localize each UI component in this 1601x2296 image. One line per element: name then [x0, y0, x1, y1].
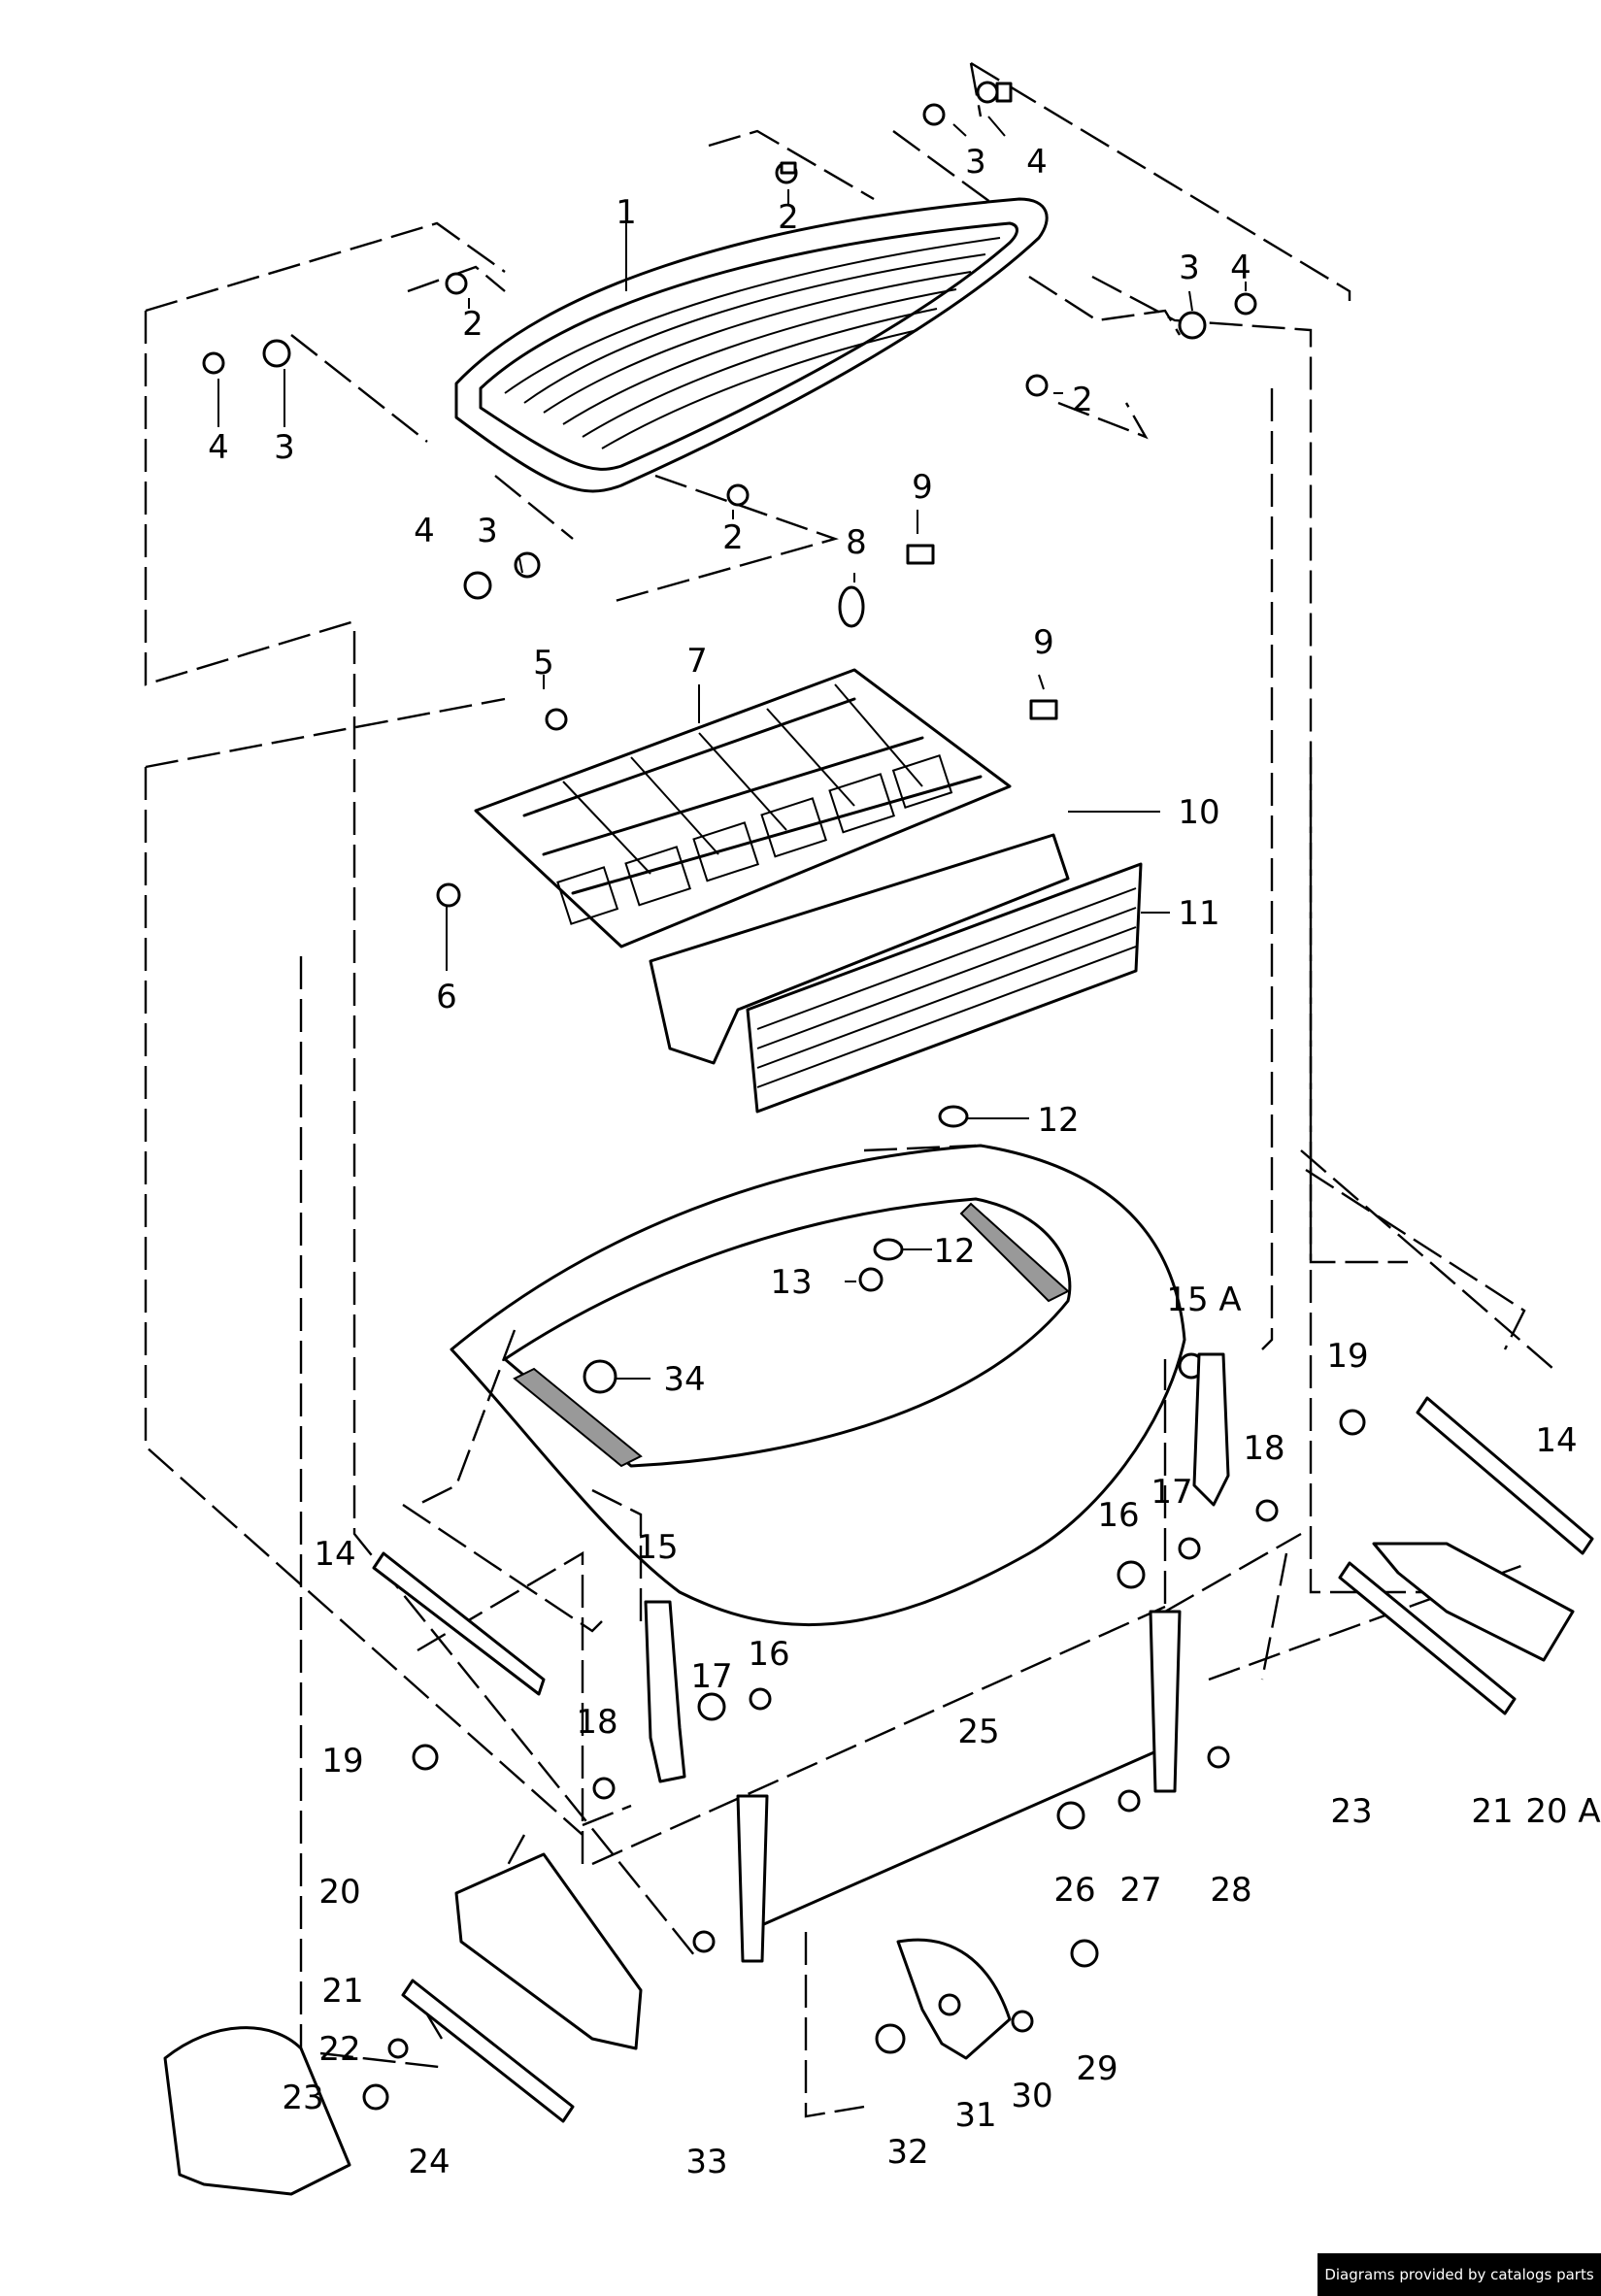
callout-4: 4	[208, 428, 229, 467]
callout-16: 16	[748, 1635, 789, 1674]
callout-13: 13	[770, 1263, 812, 1302]
callout-22: 22	[318, 2030, 360, 2069]
callout-34: 34	[663, 1360, 705, 1399]
credit-footer: Diagrams provided by catalogs parts	[1317, 2253, 1601, 2296]
callout-15: 15	[636, 1528, 678, 1567]
callout-10: 10	[1178, 793, 1219, 832]
deck-lid	[450, 1144, 1186, 1626]
callout-4: 4	[1230, 249, 1251, 287]
callout-2: 2	[1072, 381, 1093, 419]
callout-16: 16	[1097, 1496, 1139, 1535]
callout-2: 2	[722, 518, 744, 557]
callout-21: 21	[1471, 1792, 1513, 1831]
callout-23: 23	[282, 2079, 323, 2117]
assembly-guide-lines	[144, 61, 1554, 2118]
callout-20a: 20 A	[1525, 1792, 1600, 1831]
part-24-cover	[163, 2026, 351, 2196]
part-1-grille-frame	[454, 197, 1049, 493]
callout-18: 18	[1243, 1429, 1284, 1468]
leader-lines	[217, 116, 1247, 1380]
grille-slats	[504, 237, 1001, 449]
callout-2: 2	[778, 198, 799, 237]
callout-labels: 1 2 2 2 2 3 3 3 3 4 4 4 4 5 6 7 8 9 9 10…	[208, 143, 1600, 2181]
part-31-sector-gear	[896, 1938, 1012, 2060]
callout-3: 3	[274, 428, 295, 467]
callout-15a: 15 A	[1166, 1281, 1241, 1319]
callout-23: 23	[1330, 1792, 1372, 1831]
callout-17: 17	[690, 1657, 732, 1696]
callout-4: 4	[1026, 143, 1048, 182]
callout-26: 26	[1053, 1871, 1095, 1910]
part-14-strip	[372, 1396, 1594, 1696]
callout-31: 31	[954, 2096, 996, 2135]
callout-11: 11	[1178, 894, 1219, 933]
callout-4: 4	[414, 512, 435, 550]
callout-12: 12	[933, 1232, 975, 1271]
callout-6: 6	[436, 978, 457, 1016]
callout-32: 32	[886, 2133, 928, 2172]
callout-29: 29	[1076, 2049, 1117, 2088]
callout-5: 5	[533, 644, 554, 682]
callout-14: 14	[314, 1535, 355, 1574]
callout-27: 27	[1119, 1871, 1161, 1910]
callout-19: 19	[1326, 1337, 1368, 1376]
callout-9: 9	[1033, 623, 1054, 662]
callout-20: 20	[318, 1873, 360, 1912]
callout-3: 3	[965, 143, 986, 182]
part-10-trim-panel	[649, 833, 1070, 1065]
callout-30: 30	[1011, 2077, 1052, 2115]
callout-33: 33	[685, 2143, 727, 2181]
callout-3: 3	[1179, 249, 1200, 287]
callout-19: 19	[321, 1742, 363, 1780]
part-21-bracket	[401, 1561, 1517, 2123]
callout-18: 18	[576, 1703, 617, 1742]
callout-25: 25	[957, 1713, 999, 1751]
callout-21: 21	[321, 1972, 363, 2011]
fasteners	[202, 81, 1366, 2111]
callout-24: 24	[408, 2143, 450, 2181]
callout-7: 7	[686, 642, 708, 681]
part-25-rod	[736, 1610, 1182, 1963]
part-11-louver-panel	[746, 862, 1143, 1114]
callout-1: 1	[616, 193, 637, 232]
part-15-arm	[644, 1352, 1230, 1783]
callout-14: 14	[1535, 1421, 1577, 1460]
callout-8: 8	[846, 523, 867, 562]
part-20-hinge	[454, 1542, 1575, 2050]
callout-17: 17	[1151, 1473, 1192, 1512]
callout-3: 3	[477, 512, 498, 550]
callout-9: 9	[912, 468, 933, 507]
callout-28: 28	[1210, 1871, 1251, 1910]
callout-2: 2	[462, 305, 484, 344]
part-7-grid	[474, 668, 1012, 948]
callout-12: 12	[1037, 1101, 1079, 1140]
